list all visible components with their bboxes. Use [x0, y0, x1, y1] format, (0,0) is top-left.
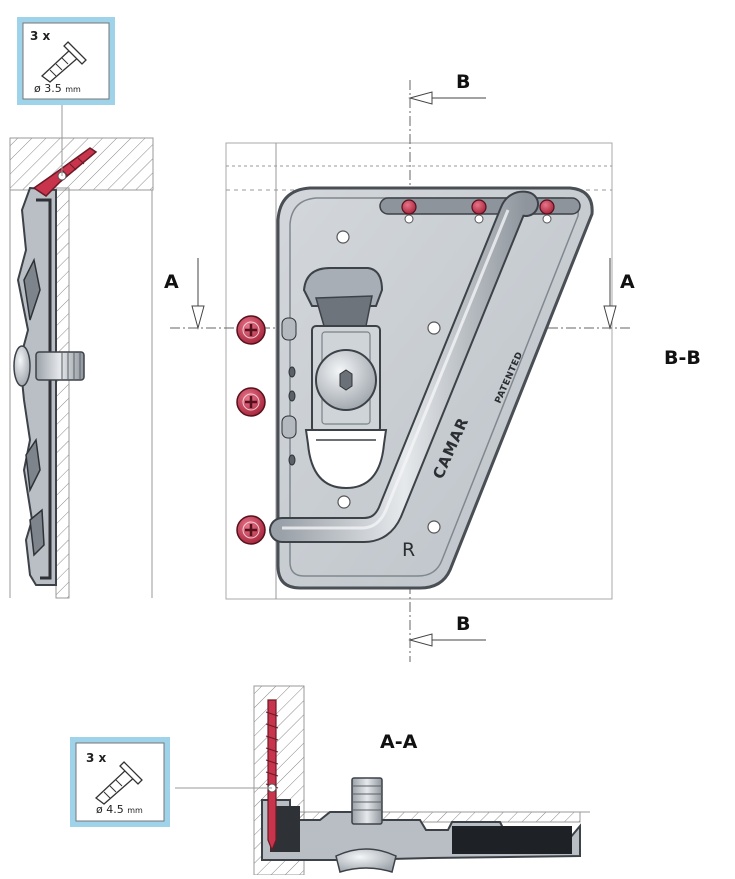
- top-screws: [401, 199, 555, 224]
- svg-text:ø 4.5 mm: ø 4.5 mm: [96, 803, 143, 816]
- top-screw: [401, 199, 417, 215]
- side-top-screw: [32, 147, 98, 197]
- view-aa-label: A-A: [380, 731, 418, 753]
- cabinet-outline: [225, 142, 613, 600]
- section-a-left-label: A: [164, 271, 179, 293]
- screw-callout-small: 3 x ø 3.5 mm: [17, 17, 115, 105]
- side-section-view: [9, 102, 154, 599]
- left-screw: [236, 315, 266, 345]
- section-a-right-label: A: [620, 271, 635, 293]
- large-screw-quantity: 3 x: [86, 751, 107, 765]
- view-bb-label: B-B: [664, 347, 701, 369]
- svg-text:ø 3.5 mm: ø 3.5 mm: [34, 82, 81, 95]
- small-screw-diameter: ø 3.5: [34, 82, 62, 95]
- small-screw-unit: mm: [65, 85, 81, 94]
- top-screw: [471, 199, 487, 215]
- screw-callout-large: 3 x ø 4.5 mm: [70, 737, 170, 827]
- mounting-hole: [337, 495, 351, 509]
- mounting-hole: [336, 230, 350, 244]
- mounting-holes: [336, 230, 441, 534]
- mounting-hole: [427, 520, 441, 534]
- large-screw-diameter: ø 4.5: [96, 803, 124, 816]
- left-screws: [236, 315, 266, 545]
- top-screw: [539, 199, 555, 215]
- top-section-view: [175, 685, 590, 876]
- section-b-bottom-label: B: [456, 613, 470, 635]
- adjuster-housing: [302, 267, 388, 490]
- section-b-top-label: B: [456, 71, 470, 93]
- left-screw: [236, 515, 266, 545]
- aa-screw: [265, 699, 279, 852]
- small-screw-quantity: 3 x: [30, 29, 51, 43]
- side-letter-mark: R: [402, 539, 415, 561]
- top-bolt: [351, 777, 383, 825]
- side-knob: [13, 345, 31, 387]
- side-panel-hatch: [55, 187, 70, 599]
- large-screw-unit: mm: [127, 806, 143, 815]
- small-screw-icon: [40, 41, 87, 83]
- left-screw: [236, 387, 266, 417]
- side-bolt: [35, 351, 85, 381]
- front-view: B B A A: [164, 71, 635, 662]
- mounting-hole: [427, 321, 441, 335]
- large-screw-icon: [94, 761, 143, 805]
- top-knob: [335, 848, 397, 873]
